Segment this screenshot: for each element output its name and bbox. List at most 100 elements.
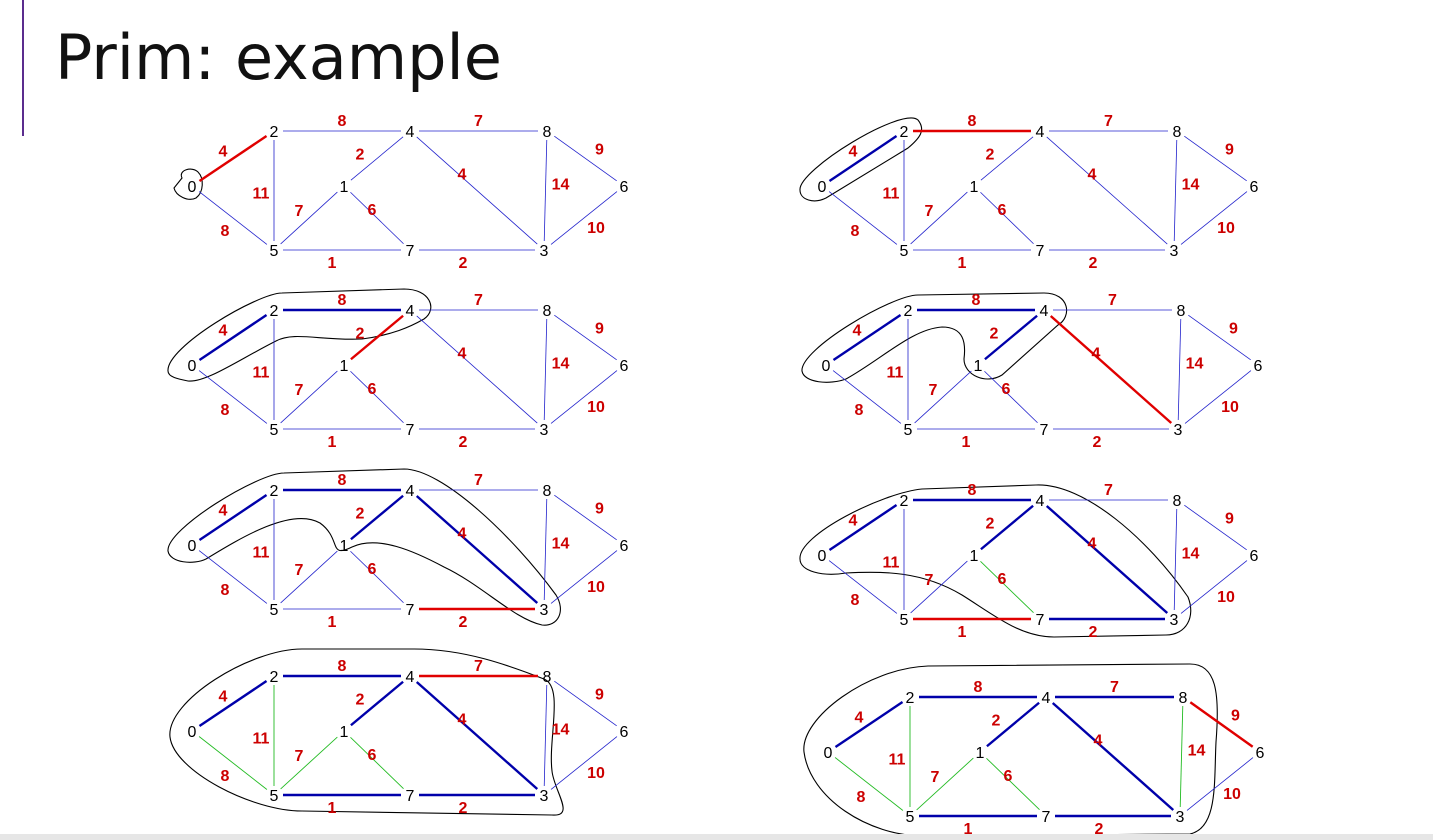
node-4: 4 — [1036, 493, 1045, 510]
edge-weight-7-3: 2 — [1095, 821, 1104, 834]
node-4: 4 — [1042, 690, 1051, 707]
node-8: 8 — [543, 124, 552, 141]
node-7: 7 — [406, 788, 415, 805]
edge-4-3-unvisited — [1046, 136, 1168, 245]
edge-weight-4-3: 4 — [458, 526, 467, 543]
node-5: 5 — [270, 243, 279, 260]
node-6: 6 — [1250, 179, 1259, 196]
edge-weight-0-5: 8 — [851, 223, 860, 240]
edge-weight-8-6: 9 — [1229, 321, 1238, 338]
edge-8-3-unvisited — [543, 139, 548, 242]
edge-weight-3-6: 10 — [1217, 220, 1235, 237]
node-6: 6 — [620, 358, 629, 375]
edge-weight-2-5: 11 — [883, 555, 900, 572]
edge-weight-4-1: 2 — [356, 692, 365, 709]
page-title: Prim: example — [55, 21, 502, 94]
node-4: 4 — [406, 303, 415, 320]
edge-0-2-tree — [834, 701, 904, 748]
edge-1-5-unvisited — [280, 370, 338, 424]
edge-weight-8-6: 9 — [595, 321, 604, 338]
edge-4-1-tree — [980, 504, 1034, 551]
node-5: 5 — [906, 809, 915, 826]
edge-8-6-unvisited — [554, 680, 617, 727]
edge-weight-4-1: 2 — [356, 506, 365, 523]
edge-weight-3-6: 10 — [1221, 399, 1239, 416]
edge-4-1-tree — [986, 701, 1040, 748]
edge-0-2-tree — [198, 680, 268, 727]
edge-weight-5-7: 1 — [964, 821, 973, 834]
edge-weight-3-6: 10 — [1217, 589, 1235, 606]
edge-1-5-rejected — [280, 736, 338, 790]
cut-outline — [799, 484, 1192, 638]
node-1: 1 — [976, 745, 985, 762]
node-4: 4 — [1036, 124, 1045, 141]
node-6: 6 — [620, 179, 629, 196]
edge-8-3-unvisited — [543, 684, 548, 787]
edge-8-3-unvisited — [543, 498, 548, 601]
node-0: 0 — [822, 358, 831, 375]
node-3: 3 — [540, 422, 549, 439]
edge-weight-0-5: 8 — [855, 402, 864, 419]
edge-weight-8-6: 9 — [595, 142, 604, 159]
edge-weight-1-5: 7 — [929, 382, 938, 399]
node-8: 8 — [1173, 124, 1182, 141]
edge-weight-1-5: 7 — [925, 203, 934, 220]
edge-1-5-unvisited — [280, 550, 338, 604]
node-7: 7 — [1040, 422, 1049, 439]
edge-weight-0-5: 8 — [221, 223, 230, 240]
edge-0-5-unvisited — [828, 191, 898, 245]
edge-0-2-candidate — [198, 135, 268, 182]
edge-weight-4-3: 4 — [458, 712, 467, 729]
edge-weight-0-2: 4 — [849, 144, 858, 161]
edge-weight-0-5: 8 — [221, 402, 230, 419]
edge-weight-8-6: 9 — [1225, 511, 1234, 528]
node-1: 1 — [974, 358, 983, 375]
edge-weight-0-2: 4 — [219, 323, 228, 340]
edge-weight-4-3: 4 — [1088, 536, 1097, 553]
edge-weight-3-6: 10 — [587, 579, 605, 596]
edge-0-2-tree — [832, 314, 902, 361]
edge-1-5-unvisited — [910, 560, 968, 614]
edge-weight-1-7: 6 — [368, 747, 377, 764]
edge-8-6-unvisited — [554, 494, 617, 541]
edge-weight-1-5: 7 — [931, 769, 940, 786]
edge-weight-4-8: 7 — [1110, 679, 1119, 696]
node-8: 8 — [543, 303, 552, 320]
node-1: 1 — [970, 179, 979, 196]
edge-3-6-unvisited — [1184, 370, 1252, 424]
node-8: 8 — [1177, 303, 1186, 320]
cut-outline — [167, 468, 561, 626]
node-3: 3 — [1176, 809, 1185, 826]
edge-weight-8-6: 9 — [1231, 708, 1240, 725]
edge-4-3-unvisited — [416, 136, 538, 245]
edge-4-1-unvisited — [980, 136, 1034, 181]
edge-8-6-unvisited — [1184, 504, 1247, 551]
node-2: 2 — [906, 690, 915, 707]
edge-1-7-unvisited — [350, 191, 404, 245]
edge-weight-4-1: 2 — [356, 326, 365, 343]
edge-4-1-candidate — [350, 314, 404, 361]
edge-weight-4-1: 2 — [990, 326, 999, 343]
node-0: 0 — [188, 358, 197, 375]
edge-weight-7-3: 2 — [1089, 255, 1098, 272]
edge-weight-0-5: 8 — [857, 789, 866, 806]
edge-4-3-tree — [415, 495, 539, 604]
node-2: 2 — [270, 483, 279, 500]
edge-weight-2-5: 11 — [883, 186, 900, 203]
edge-weight-5-7: 1 — [328, 255, 337, 272]
node-7: 7 — [406, 422, 415, 439]
edge-1-7-unvisited — [350, 370, 404, 424]
edge-4-1-unvisited — [350, 136, 404, 181]
edge-weight-0-5: 8 — [851, 592, 860, 609]
cut-outline — [803, 663, 1218, 834]
node-1: 1 — [340, 179, 349, 196]
edge-weight-2-4: 8 — [974, 679, 983, 696]
edge-1-5-unvisited — [914, 370, 972, 424]
edge-4-3-tree — [1045, 505, 1169, 614]
edge-1-5-rejected — [916, 757, 974, 811]
edge-weight-4-3: 4 — [1094, 733, 1103, 750]
